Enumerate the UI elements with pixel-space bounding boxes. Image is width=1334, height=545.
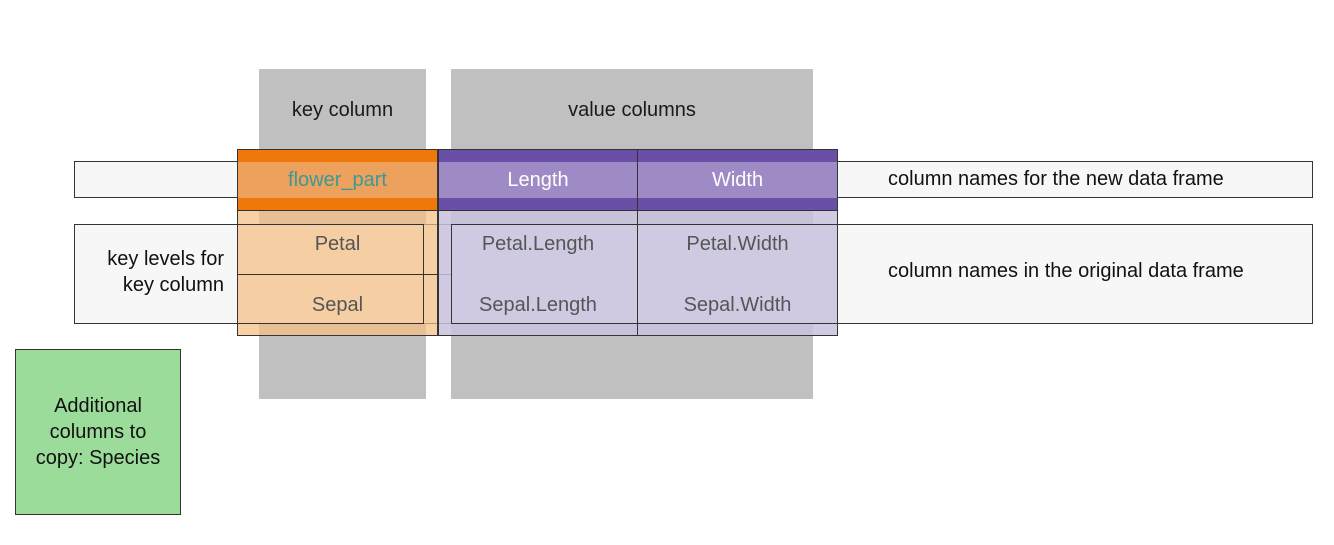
value-columns-name-strip [439,162,837,198]
original-cell-1-1: Sepal.Width [638,286,837,324]
original-frame-description: column names in the original data frame [888,260,1244,282]
original-cell-0-1: Petal.Width [638,225,837,263]
key-name-text: flower_part [288,168,387,191]
value-name-cell-1: Width [638,162,837,198]
key-level-text-0: Petal [314,232,361,255]
key-name-cell: flower_part [238,162,437,198]
value-name-text-0: Length [507,168,569,191]
key-levels-label-line-2: key column [122,274,224,296]
original-cell-text-1-1: Sepal.Width [683,293,792,316]
additional-line-3: copy: Species [35,447,161,469]
new-frame-description: column names for the new data frame [888,168,1224,190]
value-columns-label: value columns [568,99,696,121]
additional-line-1: Additional [54,395,142,417]
key-column-label: key column [291,99,394,121]
key-levels-divider [237,274,451,275]
original-cell-0-0: Petal.Length [439,225,637,263]
key-level-cell-1: Sepal [238,286,437,324]
value-name-text-1: Width [711,168,764,191]
key-level-cell-0: Petal [238,225,437,263]
original-cell-1-0: Sepal.Length [439,286,637,324]
value-name-cell-0: Length [439,162,637,198]
original-cell-text-0-0: Petal.Length [481,232,595,255]
original-cell-text-1-0: Sepal.Length [479,293,597,316]
key-levels-side-label: key levels for key column [82,246,224,298]
value-column-divider [637,149,638,336]
key-levels-label-line-1: key levels for [107,248,224,270]
original-cell-text-0-1: Petal.Width [686,232,789,255]
value-levels-box [451,224,838,324]
key-level-text-1: Sepal [311,293,364,316]
additional-line-2: columns to [49,421,147,443]
additional-columns-box: Additional columns to copy: Species [15,349,181,515]
